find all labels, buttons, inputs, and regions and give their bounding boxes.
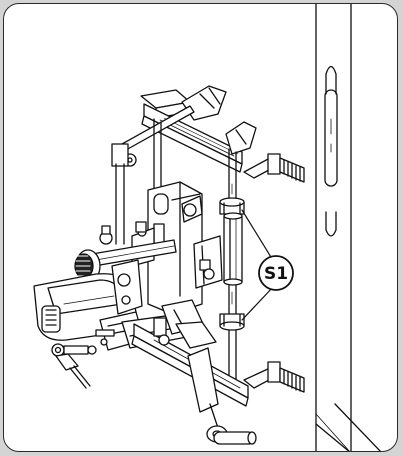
torch-motor-unit (33, 225, 177, 389)
wall-slot-bottom (325, 211, 337, 237)
upper-frame (111, 85, 305, 183)
wall-slot-top (325, 65, 337, 95)
lower-frame (121, 299, 305, 445)
callout-label-s1: S1 (264, 264, 288, 284)
wall-slot-middle (324, 89, 338, 187)
callout-text-layer: S1 (264, 264, 288, 284)
wall-section (315, 4, 381, 451)
illustration-frame: S1 (3, 3, 398, 452)
callout-circle (258, 255, 294, 291)
machine-drawing (33, 4, 381, 451)
adjustment-screw-s1 (219, 197, 245, 331)
callout-s1 (241, 209, 294, 321)
